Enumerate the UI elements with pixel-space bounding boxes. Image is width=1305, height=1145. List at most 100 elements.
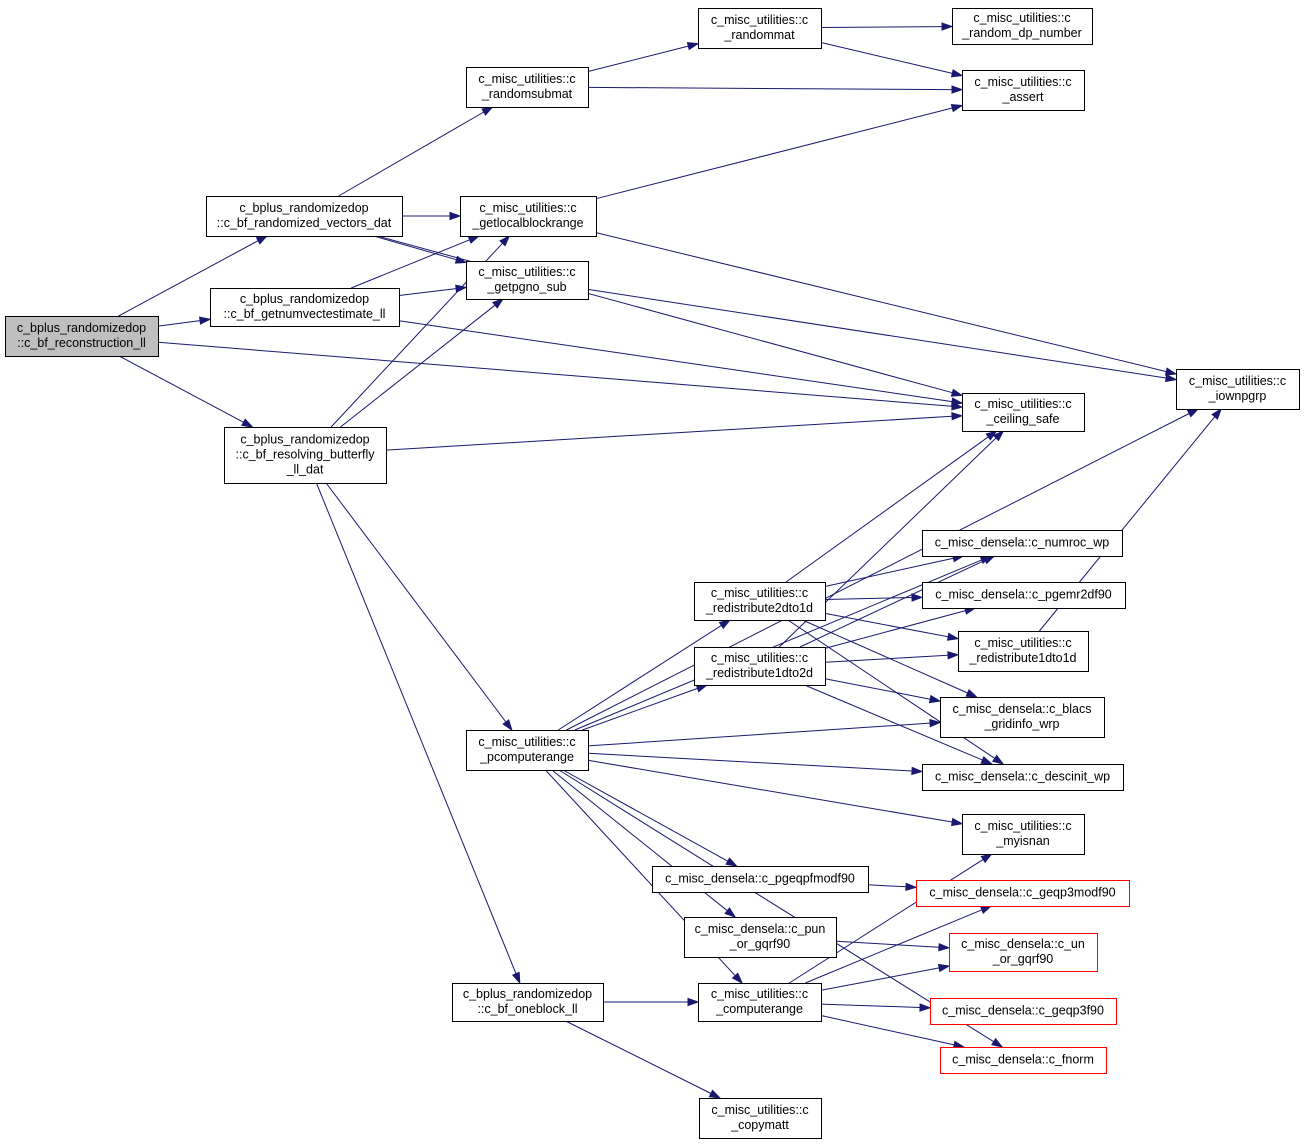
- node-box: [952, 8, 1093, 45]
- node-box: [1176, 369, 1300, 410]
- edge-gnve-to-gps: [398, 284, 468, 296]
- edge-r1d2d-to-pgemr: [824, 606, 977, 649]
- node-pcr[interactable]: c_misc_utilities::c_pcomputerange: [466, 730, 589, 771]
- node-iown[interactable]: c_misc_utilities::c_iownpgrp: [1176, 369, 1300, 410]
- arrowhead: [938, 942, 951, 952]
- edge-line: [565, 1020, 712, 1094]
- node-myisnan[interactable]: c_misc_utilities::c_myisnan: [962, 814, 1085, 855]
- edge-line: [820, 1015, 955, 1046]
- edge-line: [325, 482, 507, 723]
- edge-line: [820, 26, 943, 28]
- node-r2d1d[interactable]: c_misc_utilities::c_redistribute2dto1d: [694, 582, 826, 621]
- edge-rm-to-rdp: [820, 22, 954, 31]
- node-numroc[interactable]: c_misc_densela::c_numroc_wp: [922, 530, 1123, 557]
- edge-r1d2d-to-r1d1d: [824, 651, 960, 663]
- node-label: c_misc_utilities::c: [973, 11, 1070, 25]
- edge-pcr-to-blacs: [587, 718, 942, 747]
- edge-r2d1d-to-ceil: [785, 430, 998, 583]
- arrowhead: [947, 651, 960, 660]
- arrowhead: [950, 388, 964, 397]
- node-recon[interactable]: c_bplus_randomizedop::c_bf_reconstructio…: [5, 316, 159, 357]
- edge-line: [118, 240, 259, 317]
- arrowhead: [980, 853, 993, 864]
- node-assert[interactable]: c_misc_utilities::c_assert: [962, 70, 1085, 111]
- node-label: _or_gqrf90: [992, 952, 1054, 966]
- node-pgeqpf[interactable]: c_misc_densela::c_pgeqpfmodf90: [652, 866, 869, 893]
- arrowhead: [686, 42, 700, 51]
- edge-rm-to-assert: [820, 42, 964, 78]
- node-label: _getpgno_sub: [486, 280, 566, 294]
- edge-line: [867, 884, 907, 888]
- node-rvd[interactable]: c_bplus_randomizedop::c_bf_randomized_ve…: [206, 196, 403, 237]
- node-ceil[interactable]: c_misc_utilities::c_ceiling_safe: [962, 393, 1085, 432]
- node-copy[interactable]: c_misc_utilities::c_copymatt: [699, 1098, 822, 1139]
- arrowhead: [919, 1003, 932, 1012]
- node-box: [5, 316, 159, 357]
- node-gnve[interactable]: c_bplus_randomizedop::c_bf_getnumvectest…: [210, 288, 400, 327]
- node-label: _ll_dat: [286, 463, 324, 477]
- node-pgemr[interactable]: c_misc_densela::c_pgemr2df90: [922, 582, 1126, 609]
- arrowhead: [951, 412, 964, 421]
- node-box: [694, 647, 826, 686]
- node-cr[interactable]: c_misc_utilities::c_computerange: [698, 983, 822, 1022]
- node-geqp3[interactable]: c_misc_densela::c_geqp3f90: [930, 998, 1117, 1025]
- node-label: _random_dp_number: [961, 26, 1082, 40]
- node-un[interactable]: c_misc_densela::c_un_or_gqrf90: [949, 933, 1098, 972]
- edge-glb-to-iown: [595, 232, 1178, 376]
- node-rbd[interactable]: c_bplus_randomizedop::c_bf_resolving_but…: [224, 427, 387, 484]
- node-label: c_misc_densela::c_un: [961, 937, 1085, 951]
- node-r1d2d[interactable]: c_misc_utilities::c_redistribute1dto2d: [694, 647, 826, 686]
- node-label: _ceiling_safe: [986, 412, 1060, 426]
- edge-rbd-to-ceil: [385, 412, 964, 451]
- node-glb[interactable]: c_misc_utilities::c_getlocalblockrange: [460, 196, 597, 237]
- edge-line: [562, 769, 729, 862]
- node-blacs[interactable]: c_misc_densela::c_blacs_gridinfo_wrp: [940, 697, 1105, 738]
- edge-line: [582, 687, 698, 731]
- node-rsm[interactable]: c_misc_utilities::c_randomsubmat: [466, 67, 589, 108]
- node-rm[interactable]: c_misc_utilities::c_randommat: [698, 8, 822, 49]
- edge-line: [587, 722, 931, 747]
- node-label: _redistribute1dto2d: [705, 666, 813, 680]
- edge-obl-to-copy: [565, 1020, 722, 1099]
- arrowhead: [199, 316, 212, 325]
- edge-pcr-to-fnorm: [558, 769, 1004, 1048]
- node-box: [466, 261, 589, 300]
- node-box: [684, 917, 837, 958]
- edge-r2d1d-to-numroc: [824, 554, 965, 587]
- arrowhead: [991, 1037, 1004, 1048]
- node-label: c_misc_densela::c_geqp3f90: [942, 1004, 1104, 1018]
- edge-line: [824, 678, 931, 700]
- node-label: _getlocalblockrange: [471, 216, 583, 230]
- node-label: c_misc_utilities::c: [711, 586, 808, 600]
- node-box: [694, 582, 826, 621]
- edge-rsm-to-rm: [587, 42, 700, 72]
- node-gps[interactable]: c_misc_utilities::c_getpgno_sub: [466, 261, 589, 300]
- edge-line: [574, 559, 982, 731]
- node-label: c_misc_utilities::c: [711, 651, 808, 665]
- node-descinit[interactable]: c_misc_densela::c_descinit_wp: [922, 764, 1124, 791]
- node-fnorm[interactable]: c_misc_densela::c_fnorm: [940, 1047, 1107, 1074]
- edge-pgeqpf-to-geqp3m: [867, 882, 918, 891]
- arrowhead: [511, 971, 521, 985]
- node-label: _redistribute2dto1d: [705, 601, 813, 615]
- node-box: [466, 67, 589, 108]
- edge-gnve-to-ceil: [398, 320, 964, 406]
- arrowhead: [941, 22, 954, 31]
- node-label: _redistribute1dto1d: [968, 651, 1076, 665]
- arrowhead: [481, 106, 494, 116]
- arrowhead: [731, 972, 744, 985]
- node-pun[interactable]: c_misc_densela::c_pun_or_gqrf90: [684, 917, 837, 958]
- edge-r2d1d-to-pgemr: [824, 593, 924, 602]
- edge-pcr-to-iown: [566, 408, 1200, 731]
- node-geqp3m[interactable]: c_misc_densela::c_geqp3modf90: [916, 880, 1130, 907]
- node-label: c_misc_densela::c_pgemr2df90: [935, 588, 1112, 602]
- arrowhead: [946, 632, 960, 641]
- node-label: c_misc_densela::c_geqp3modf90: [929, 886, 1115, 900]
- arrowhead: [950, 104, 964, 113]
- edge-r1d2d-to-descinit: [804, 684, 994, 765]
- node-label: c_misc_utilities::c: [479, 201, 576, 215]
- node-obl[interactable]: c_bplus_randomizedop::c_bf_oneblock_ll: [452, 983, 604, 1022]
- node-r1d1d[interactable]: c_misc_utilities::c_redistribute1dto1d: [958, 631, 1089, 672]
- edge-pcr-to-pun: [551, 769, 737, 918]
- node-rdp[interactable]: c_misc_utilities::c_random_dp_number: [952, 8, 1093, 45]
